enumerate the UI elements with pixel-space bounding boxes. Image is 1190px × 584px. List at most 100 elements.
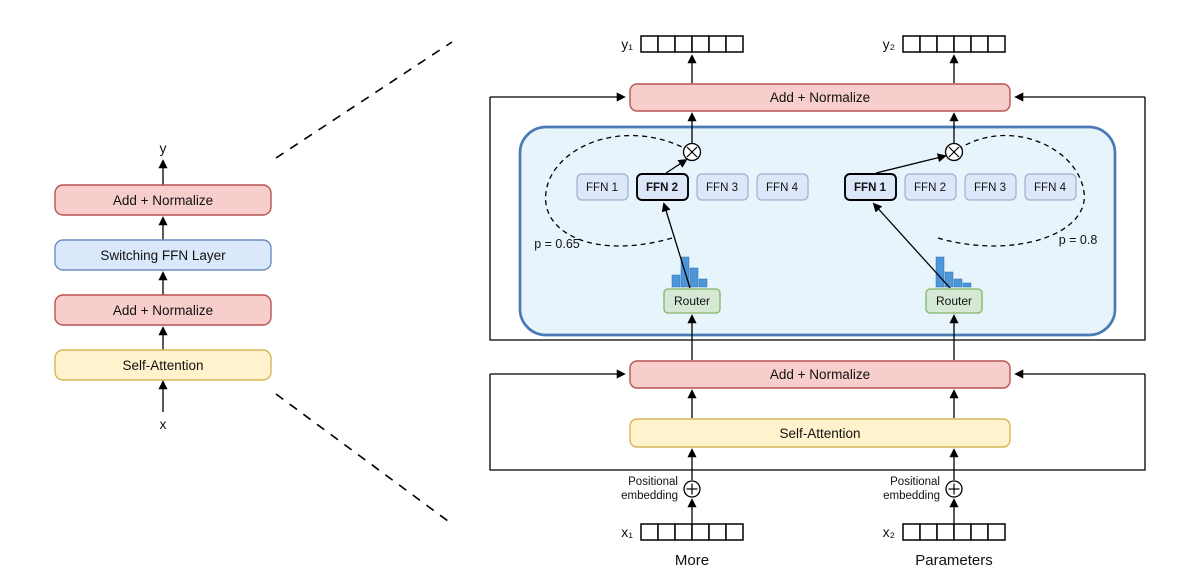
- switching-ffn-container: [518, 125, 1117, 337]
- overview-self-attention-label: Self-Attention: [122, 358, 203, 373]
- token-strip-x1: [640, 523, 744, 541]
- positional-embedding-right: Positional embedding: [883, 448, 963, 523]
- ffn-to-gate-arrow-left: [665, 159, 688, 174]
- token-cell: [987, 523, 1006, 541]
- router-left-label: Router: [674, 294, 710, 308]
- ffn-to-gate-arrow-right: [875, 153, 947, 174]
- ffn-left-1-label: FFN 1: [586, 182, 618, 194]
- probability-label-right: p = 0.8: [1059, 233, 1098, 247]
- overview-self-attention-box: [54, 349, 272, 381]
- token-strip-x2: [902, 523, 1006, 541]
- token-cell: [919, 523, 938, 541]
- token-strip-y2: [902, 35, 1006, 53]
- token-cell: [708, 523, 727, 541]
- ffn-left-1-box: [576, 173, 629, 201]
- ffn-left-4-label: FFN 4: [766, 182, 799, 194]
- token-cell: [936, 35, 955, 53]
- token-cell: [953, 523, 972, 541]
- token-cell: [970, 523, 989, 541]
- residual-skip-bottom: [489, 374, 1146, 471]
- token-cell: [725, 523, 744, 541]
- overview-diagram: y Add + Normalize Switching FFN Layer Ad…: [54, 140, 272, 432]
- multiply-gate-icon: [686, 146, 698, 158]
- overview-input-label: x: [160, 416, 167, 432]
- histogram-bar: [962, 282, 972, 288]
- ffn-right-2-box: [904, 173, 957, 201]
- token-cell: [919, 35, 938, 53]
- ffn-right-2-label: FFN 2: [914, 182, 946, 194]
- token-cell: [691, 523, 710, 541]
- token-cell: [902, 523, 921, 541]
- residual-skip-top: [489, 97, 1146, 341]
- zoom-connector-lines: [275, 41, 453, 525]
- x2-label: x₂: [883, 524, 895, 540]
- router-to-ffn-arrow-left: [661, 202, 691, 289]
- ffn-right-3-label: FFN 3: [974, 182, 1006, 194]
- x1-caption: More: [675, 552, 709, 569]
- token-cell: [674, 523, 693, 541]
- overview-addnorm-bottom-label: Add + Normalize: [113, 303, 213, 318]
- expert-group-right: p = 0.8 FFN 1 FFN 2 FFN 3 FFN 4 Router: [844, 112, 1098, 314]
- ffn-right-1-box-selected: [844, 173, 897, 201]
- token-cell: [691, 35, 710, 53]
- overview-output-label: y: [160, 140, 167, 156]
- detail-diagram: y₁ y₂ Add + Normalize p = 0.65 FFN 1 FFN…: [489, 35, 1146, 569]
- zoom-connector-top-line: [275, 41, 453, 159]
- ffn-right-3-box: [964, 173, 1017, 201]
- overview-addnorm-top-box: [54, 184, 272, 216]
- token-cell: [674, 35, 693, 53]
- overview-addnorm-bottom-box: [54, 294, 272, 326]
- probability-dashed-curve-right: [937, 134, 1085, 247]
- overview-addnorm-top-label: Add + Normalize: [113, 193, 213, 208]
- self-attention-label: Self-Attention: [779, 426, 860, 441]
- ffn-right-4-label: FFN 4: [1034, 182, 1067, 194]
- token-cell: [640, 523, 659, 541]
- histogram-bar: [689, 267, 699, 288]
- positional-embedding-label-line2: embedding: [883, 490, 940, 502]
- router-to-ffn-arrow-right: [872, 202, 951, 289]
- ffn-left-3-label: FFN 3: [706, 182, 738, 194]
- y1-label: y₁: [621, 36, 633, 52]
- token-cell: [657, 35, 676, 53]
- histogram-bar: [953, 278, 963, 288]
- token-strip-y1: [640, 35, 744, 53]
- positional-embedding-label-line1: Positional: [890, 476, 940, 488]
- overview-switching-ffn-label: Switching FFN Layer: [100, 248, 226, 263]
- token-cell: [657, 523, 676, 541]
- addnorm-mid-box: [629, 360, 1011, 389]
- ffn-left-2-label: FFN 2: [646, 182, 678, 194]
- router-right-box: [925, 288, 983, 314]
- zoom-connector-bottom-line: [275, 393, 453, 525]
- router-right-label: Router: [936, 294, 972, 308]
- token-cell: [970, 35, 989, 53]
- token-cell: [708, 35, 727, 53]
- probability-dashed-curve-left: [544, 134, 683, 247]
- histogram-bar: [935, 256, 945, 288]
- x2-caption: Parameters: [915, 552, 993, 569]
- ffn-left-3-box: [696, 173, 749, 201]
- token-cell: [987, 35, 1006, 53]
- ffn-right-1-label: FFN 1: [854, 182, 887, 194]
- probability-label-left: p = 0.65: [534, 237, 580, 251]
- ffn-left-4-box: [756, 173, 809, 201]
- ffn-right-4-box: [1024, 173, 1077, 201]
- positional-embedding-label-line2: embedding: [621, 490, 678, 502]
- y2-label: y₂: [883, 36, 895, 52]
- token-cell: [953, 35, 972, 53]
- multiply-gate-icon: [948, 146, 960, 158]
- expert-group-left: p = 0.65 FFN 1 FFN 2 FFN 3 FFN 4 Router: [534, 112, 809, 314]
- positional-embedding-left: Positional embedding: [621, 448, 701, 523]
- x1-label: x₁: [621, 524, 633, 540]
- token-cell: [725, 35, 744, 53]
- addnorm-top-box: [629, 83, 1011, 112]
- addnorm-mid-label: Add + Normalize: [770, 367, 870, 382]
- histogram-bar: [671, 274, 681, 288]
- token-cell: [936, 523, 955, 541]
- self-attention-box: [629, 418, 1011, 448]
- router-left-box: [663, 288, 721, 314]
- addnorm-top-label: Add + Normalize: [770, 90, 870, 105]
- token-cell: [902, 35, 921, 53]
- ffn-left-2-box-selected: [636, 173, 689, 201]
